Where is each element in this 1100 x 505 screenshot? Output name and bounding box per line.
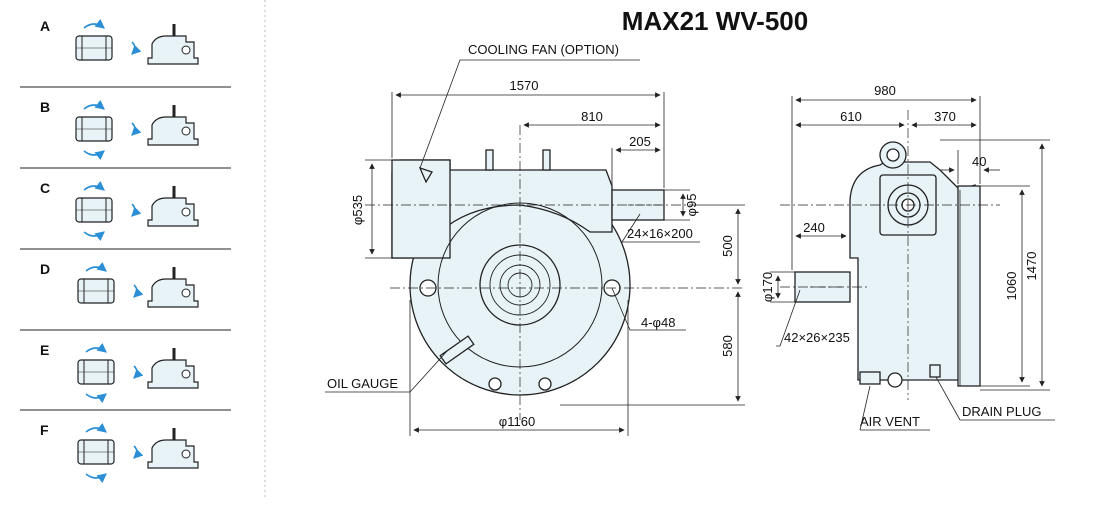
config-label: B (40, 99, 50, 115)
dim-phi535: φ535 (350, 195, 365, 225)
config-row-e: E (40, 342, 199, 403)
rotation-arrow-icon (83, 181, 105, 191)
dim-phi1160: φ1160 (499, 414, 535, 429)
motor-icon (77, 359, 115, 385)
dim-980: 980 (874, 83, 896, 98)
rotation-arrow-icon (83, 150, 105, 160)
side-center-lines (780, 110, 1000, 400)
motor-icon (75, 197, 113, 223)
key-front: 24×16×200 (627, 226, 693, 241)
config-list (20, 86, 231, 411)
rotation-arrow-icon (131, 122, 142, 136)
motor-icon (75, 35, 113, 61)
rotation-arrow-icon (85, 343, 107, 353)
label-oil-gauge: OIL GAUGE (327, 376, 398, 391)
rotation-arrow-icon (133, 284, 144, 298)
dim-1570: 1570 (510, 78, 539, 93)
label-cooling-fan: COOLING FAN (OPTION) (468, 42, 619, 57)
config-row-f: F (40, 422, 199, 483)
rotation-arrow-icon (85, 393, 107, 403)
dim-500: 500 (720, 235, 735, 257)
config-row-a: A (40, 18, 199, 65)
config-row-d: D (40, 261, 199, 308)
front-dimension-text: 1570 810 205 φ535 φ95 24×16×200 500 580 … (327, 42, 735, 429)
motor-icon (77, 278, 115, 304)
rotation-arrow-icon (85, 262, 107, 272)
config-label: D (40, 261, 50, 277)
dim-bolts: 4-φ48 (641, 315, 675, 330)
dim-205: 205 (629, 134, 651, 149)
housing-icon (147, 439, 199, 469)
front-dimensions (325, 59, 745, 436)
rotation-arrow-icon (83, 100, 105, 110)
side-dimensions (770, 96, 1055, 431)
rotation-arrow-icon (85, 473, 107, 483)
dim-40: 40 (972, 154, 986, 169)
dim-1470: 1470 (1024, 252, 1039, 281)
dim-phi170: φ170 (760, 272, 775, 302)
rotation-arrow-icon (83, 231, 105, 241)
dim-610: 610 (840, 109, 862, 124)
housing-icon (147, 278, 199, 308)
housing-icon (147, 35, 199, 65)
key-side: 42×26×235 (784, 330, 850, 345)
rotation-arrow-icon (131, 203, 142, 217)
rotation-arrow-icon (133, 365, 144, 379)
motor-icon (77, 439, 115, 465)
motor-icon (75, 116, 113, 142)
dim-580: 580 (720, 335, 735, 357)
dim-phi95: φ95 (684, 194, 699, 217)
config-row-b: B (40, 99, 199, 160)
dim-370: 370 (934, 109, 956, 124)
side-dimension-text: 980 610 370 40 240 φ170 42×26×235 1060 1… (760, 83, 1041, 429)
dim-240: 240 (803, 220, 825, 235)
side-view (794, 141, 981, 388)
housing-icon (147, 116, 199, 146)
config-label: C (40, 180, 50, 196)
rotation-arrow-icon (85, 423, 107, 433)
housing-icon (147, 359, 199, 389)
config-label: F (40, 422, 49, 438)
config-label: E (40, 342, 49, 358)
label-drain-plug: DRAIN PLUG (962, 404, 1041, 419)
config-row-c: C (40, 180, 199, 241)
rotation-arrow-icon (133, 445, 144, 459)
dim-810: 810 (581, 109, 603, 124)
drawing-title: MAX21 WV-500 (622, 6, 808, 36)
housing-icon (147, 197, 199, 227)
rotation-arrow-icon (131, 41, 142, 55)
label-air-vent: AIR VENT (860, 414, 920, 429)
dim-1060: 1060 (1004, 272, 1019, 301)
rotation-arrow-icon (83, 19, 105, 29)
front-view (391, 149, 665, 396)
front-center-lines (365, 125, 745, 420)
config-label: A (40, 18, 50, 34)
